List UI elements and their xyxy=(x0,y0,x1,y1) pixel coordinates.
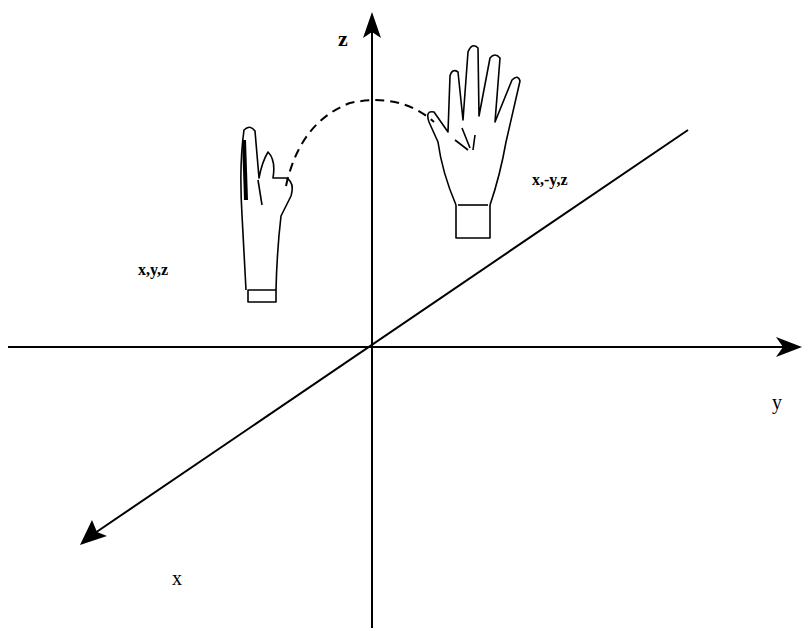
y-axis xyxy=(8,346,790,348)
axis-label: x xyxy=(172,568,182,588)
z-arrowhead xyxy=(363,12,381,38)
axis-label: y xyxy=(772,392,782,412)
y-arrowhead xyxy=(776,337,802,357)
x-arrowhead xyxy=(80,520,107,545)
z-axis xyxy=(371,30,373,628)
x-axis xyxy=(95,130,688,533)
axis-label: z xyxy=(338,28,348,50)
coordinate-label: x,-y,z xyxy=(532,172,568,188)
rotation-path xyxy=(286,100,434,186)
right-hand xyxy=(428,46,520,238)
left-hand xyxy=(241,127,292,302)
coordinate-label: x,y,z xyxy=(138,262,168,278)
